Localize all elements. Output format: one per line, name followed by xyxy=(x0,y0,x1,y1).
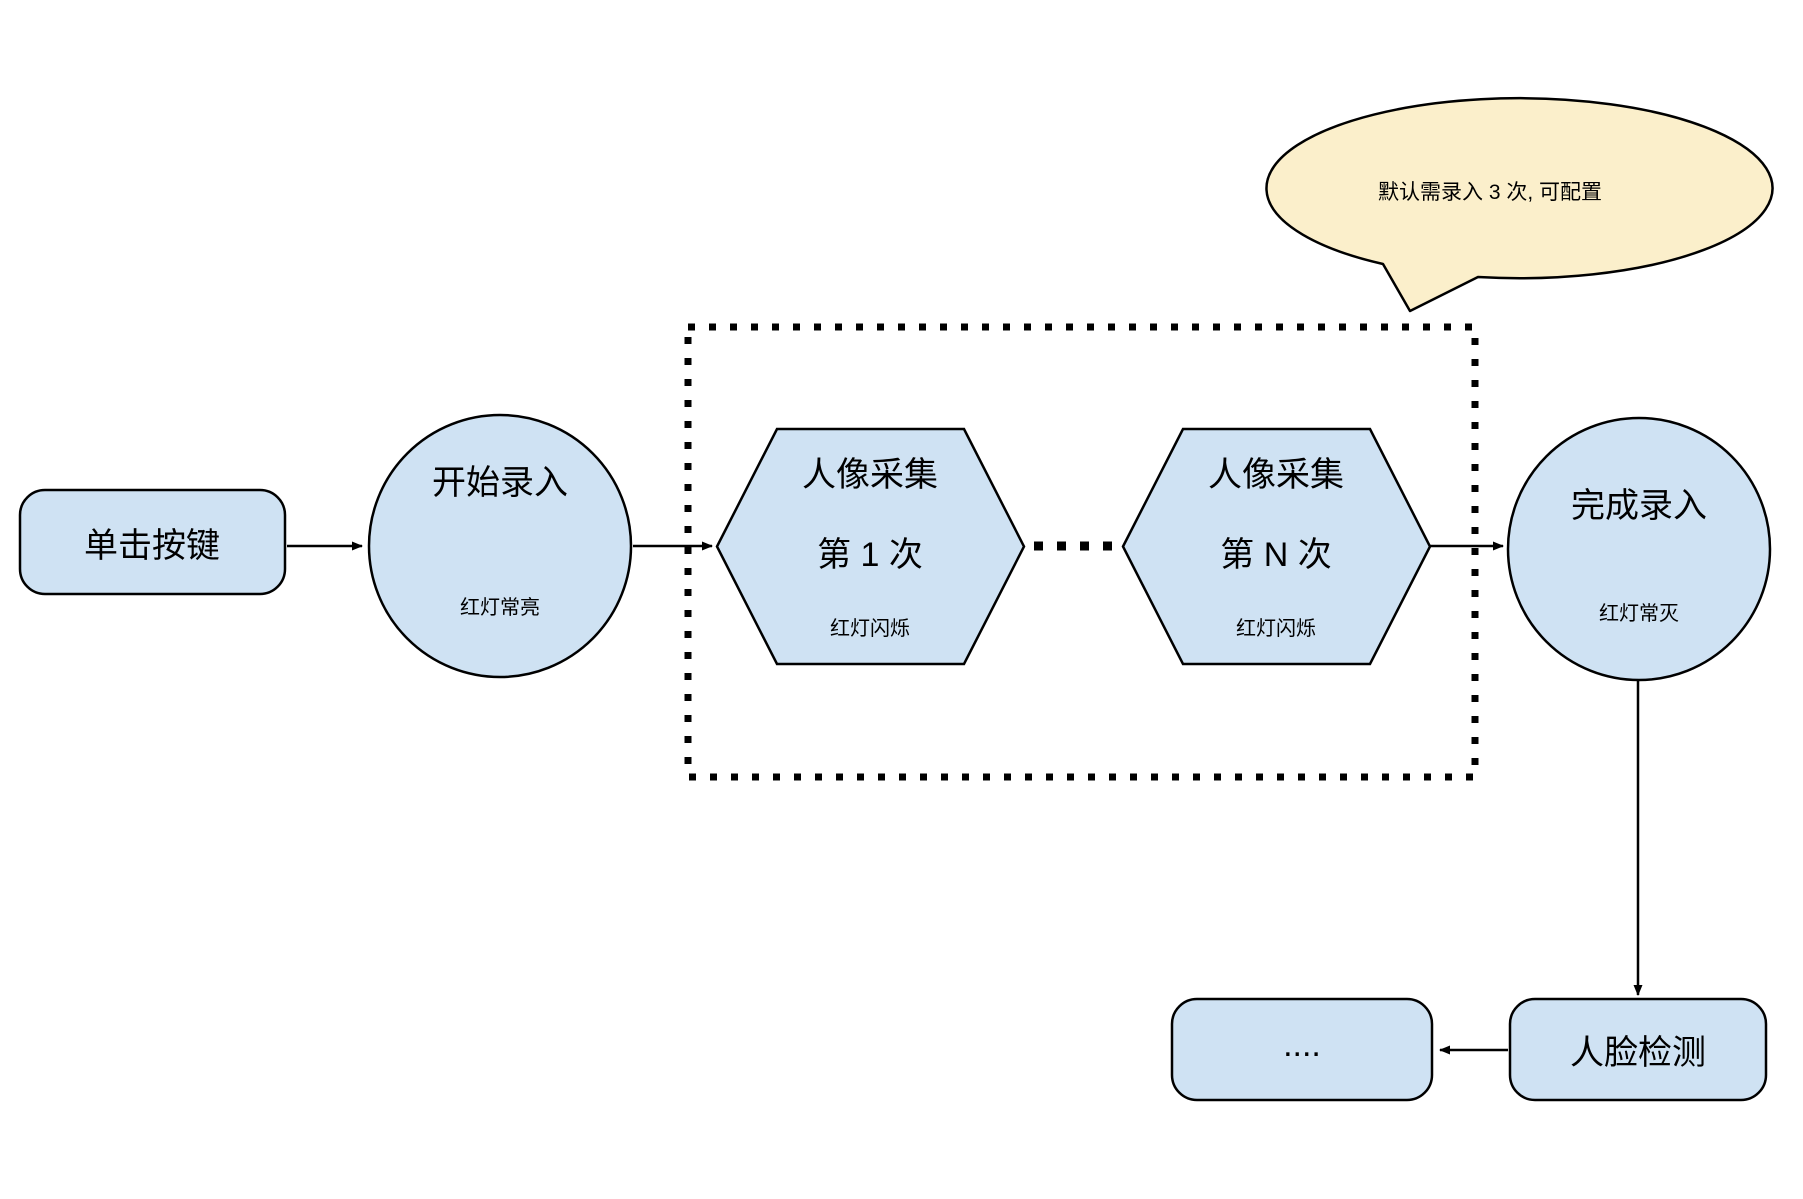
callout-bubble: 默认需录入 3 次, 可配置 xyxy=(1265,96,1774,313)
capture-n-sublabel: 红灯闪烁 xyxy=(1236,617,1316,640)
callout-bubble-shape xyxy=(1265,96,1774,313)
face-detection-label: 人脸检测 xyxy=(1570,1034,1706,1072)
loop-dotted-container xyxy=(684,323,1479,781)
node-start-entry: 开始录入 红灯常亮 xyxy=(367,413,633,679)
capture-n-shape xyxy=(1121,427,1432,666)
face-detection-shape xyxy=(1508,997,1768,1102)
node-finish-entry: 完成录入 红灯常灭 xyxy=(1506,416,1772,682)
finish-entry-sublabel: 红灯常灭 xyxy=(1599,602,1679,625)
node-capture-n: 人像采集 第 N 次 红灯闪烁 xyxy=(1121,427,1432,666)
click-button-shape xyxy=(18,488,287,596)
start-entry-sublabel: 红灯常亮 xyxy=(460,596,540,619)
node-ellipsis: .... xyxy=(1170,997,1434,1102)
capture-n-label2: 第 N 次 xyxy=(1220,536,1331,574)
ellipsis-shape xyxy=(1170,997,1434,1102)
ellipsis-label: .... xyxy=(1283,1026,1321,1064)
node-face-detection: 人脸检测 xyxy=(1508,997,1768,1102)
finish-entry-shape xyxy=(1506,416,1772,682)
node-click-button: 单击按键 xyxy=(18,488,287,596)
node-capture-1: 人像采集 第 1 次 红灯闪烁 xyxy=(715,427,1026,666)
callout-text: 默认需录入 3 次, 可配置 xyxy=(1378,181,1602,204)
finish-entry-label: 完成录入 xyxy=(1571,487,1707,525)
capture-1-label: 人像采集 xyxy=(802,456,938,494)
start-entry-shape xyxy=(367,413,633,679)
capture-1-label2: 第 1 次 xyxy=(817,536,923,574)
capture-n-label: 人像采集 xyxy=(1208,456,1344,494)
start-entry-label: 开始录入 xyxy=(432,464,568,502)
click-button-label: 单击按键 xyxy=(84,527,220,565)
capture-1-sublabel: 红灯闪烁 xyxy=(830,617,910,640)
capture-1-shape xyxy=(715,427,1026,666)
